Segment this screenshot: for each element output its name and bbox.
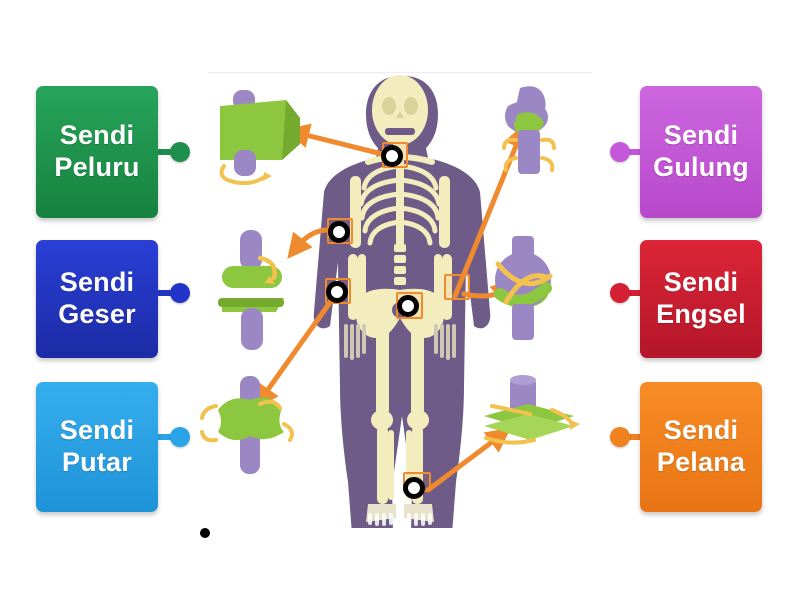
label-sendi-pelana[interactable]: Sendi Pelana [640,382,762,512]
label-sendi-peluru-text: Sendi Peluru [54,120,140,182]
marker-right-wrist[interactable] [200,528,210,538]
label-sendi-engsel-text: Sendi Engsel [656,267,746,329]
skeleton-joint-illustration [200,58,600,538]
marker-box-right-wrist [444,274,470,300]
pivot-plane-joint-model [484,375,580,445]
condyloid-joint-model [502,86,556,174]
saddle-joint-model [200,376,294,474]
marker-left-elbow[interactable] [328,221,350,243]
label-sendi-putar-text: Sendi Putar [59,415,135,477]
knob-sendi-gulung[interactable] [610,142,630,162]
gliding-joint-model [219,90,300,186]
canvas-top-divider [208,72,592,73]
connector-sendi-gulung [622,149,644,155]
label-sendi-geser[interactable]: Sendi Geser [36,240,158,358]
marker-left-wrist[interactable] [326,281,348,303]
connector-sendi-geser [156,290,178,296]
knob-sendi-putar[interactable] [170,427,190,447]
marker-neck[interactable] [381,145,403,167]
knob-sendi-peluru[interactable] [170,142,190,162]
connector-sendi-peluru [156,149,178,155]
label-sendi-pelana-text: Sendi Pelana [656,415,746,477]
label-sendi-putar[interactable]: Sendi Putar [36,382,158,512]
knob-sendi-engsel[interactable] [610,283,630,303]
knob-sendi-geser[interactable] [170,283,190,303]
label-sendi-gulung-text: Sendi Gulung [653,120,749,182]
marker-right-ankle[interactable] [403,477,425,499]
marker-hip[interactable] [397,295,419,317]
connector-sendi-engsel [622,290,644,296]
label-sendi-geser-text: Sendi Geser [58,267,136,329]
label-sendi-gulung[interactable]: Sendi Gulung [640,86,762,218]
connector-sendi-putar [156,434,178,440]
label-sendi-engsel[interactable]: Sendi Engsel [640,240,762,358]
connector-sendi-pelana [622,434,644,440]
knob-sendi-pelana[interactable] [610,427,630,447]
label-sendi-peluru[interactable]: Sendi Peluru [36,86,158,218]
ball-and-socket-joint-model [494,236,553,340]
hinge-joint-model [218,230,284,350]
